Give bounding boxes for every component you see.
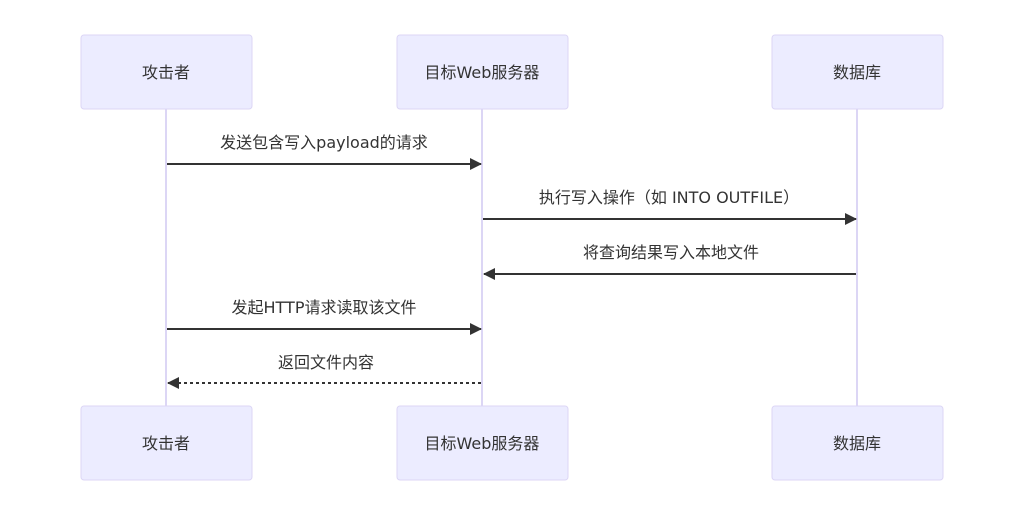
actor-label: 数据库 <box>833 63 881 82</box>
message-1: 发送包含写入payload的请求 <box>167 133 482 170</box>
message-label: 将查询结果写入本地文件 <box>583 243 759 262</box>
actor-webserver-bottom[interactable]: 目标Web服务器 <box>396 405 569 481</box>
actor-database-bottom[interactable]: 数据库 <box>771 405 944 481</box>
actor-label: 攻击者 <box>142 434 190 453</box>
actor-label: 攻击者 <box>142 63 190 82</box>
message-label: 发起HTTP请求读取该文件 <box>232 298 417 317</box>
actor-attacker-bottom[interactable]: 攻击者 <box>80 405 253 481</box>
message-label: 发送包含写入payload的请求 <box>220 133 428 152</box>
message-4: 发起HTTP请求读取该文件 <box>167 298 482 335</box>
actor-database-top[interactable]: 数据库 <box>771 34 944 110</box>
message-label: 返回文件内容 <box>278 353 374 372</box>
message-label: 执行写入操作（如 INTO OUTFILE） <box>539 188 799 207</box>
message-2: 执行写入操作（如 INTO OUTFILE） <box>483 188 857 225</box>
actor-label: 目标Web服务器 <box>425 63 540 82</box>
actor-label: 目标Web服务器 <box>425 434 540 453</box>
actor-attacker-top[interactable]: 攻击者 <box>80 34 253 110</box>
actor-webserver-top[interactable]: 目标Web服务器 <box>396 34 569 110</box>
actor-label: 数据库 <box>833 434 881 453</box>
message-3: 将查询结果写入本地文件 <box>483 243 856 280</box>
message-5: 返回文件内容 <box>167 353 481 389</box>
